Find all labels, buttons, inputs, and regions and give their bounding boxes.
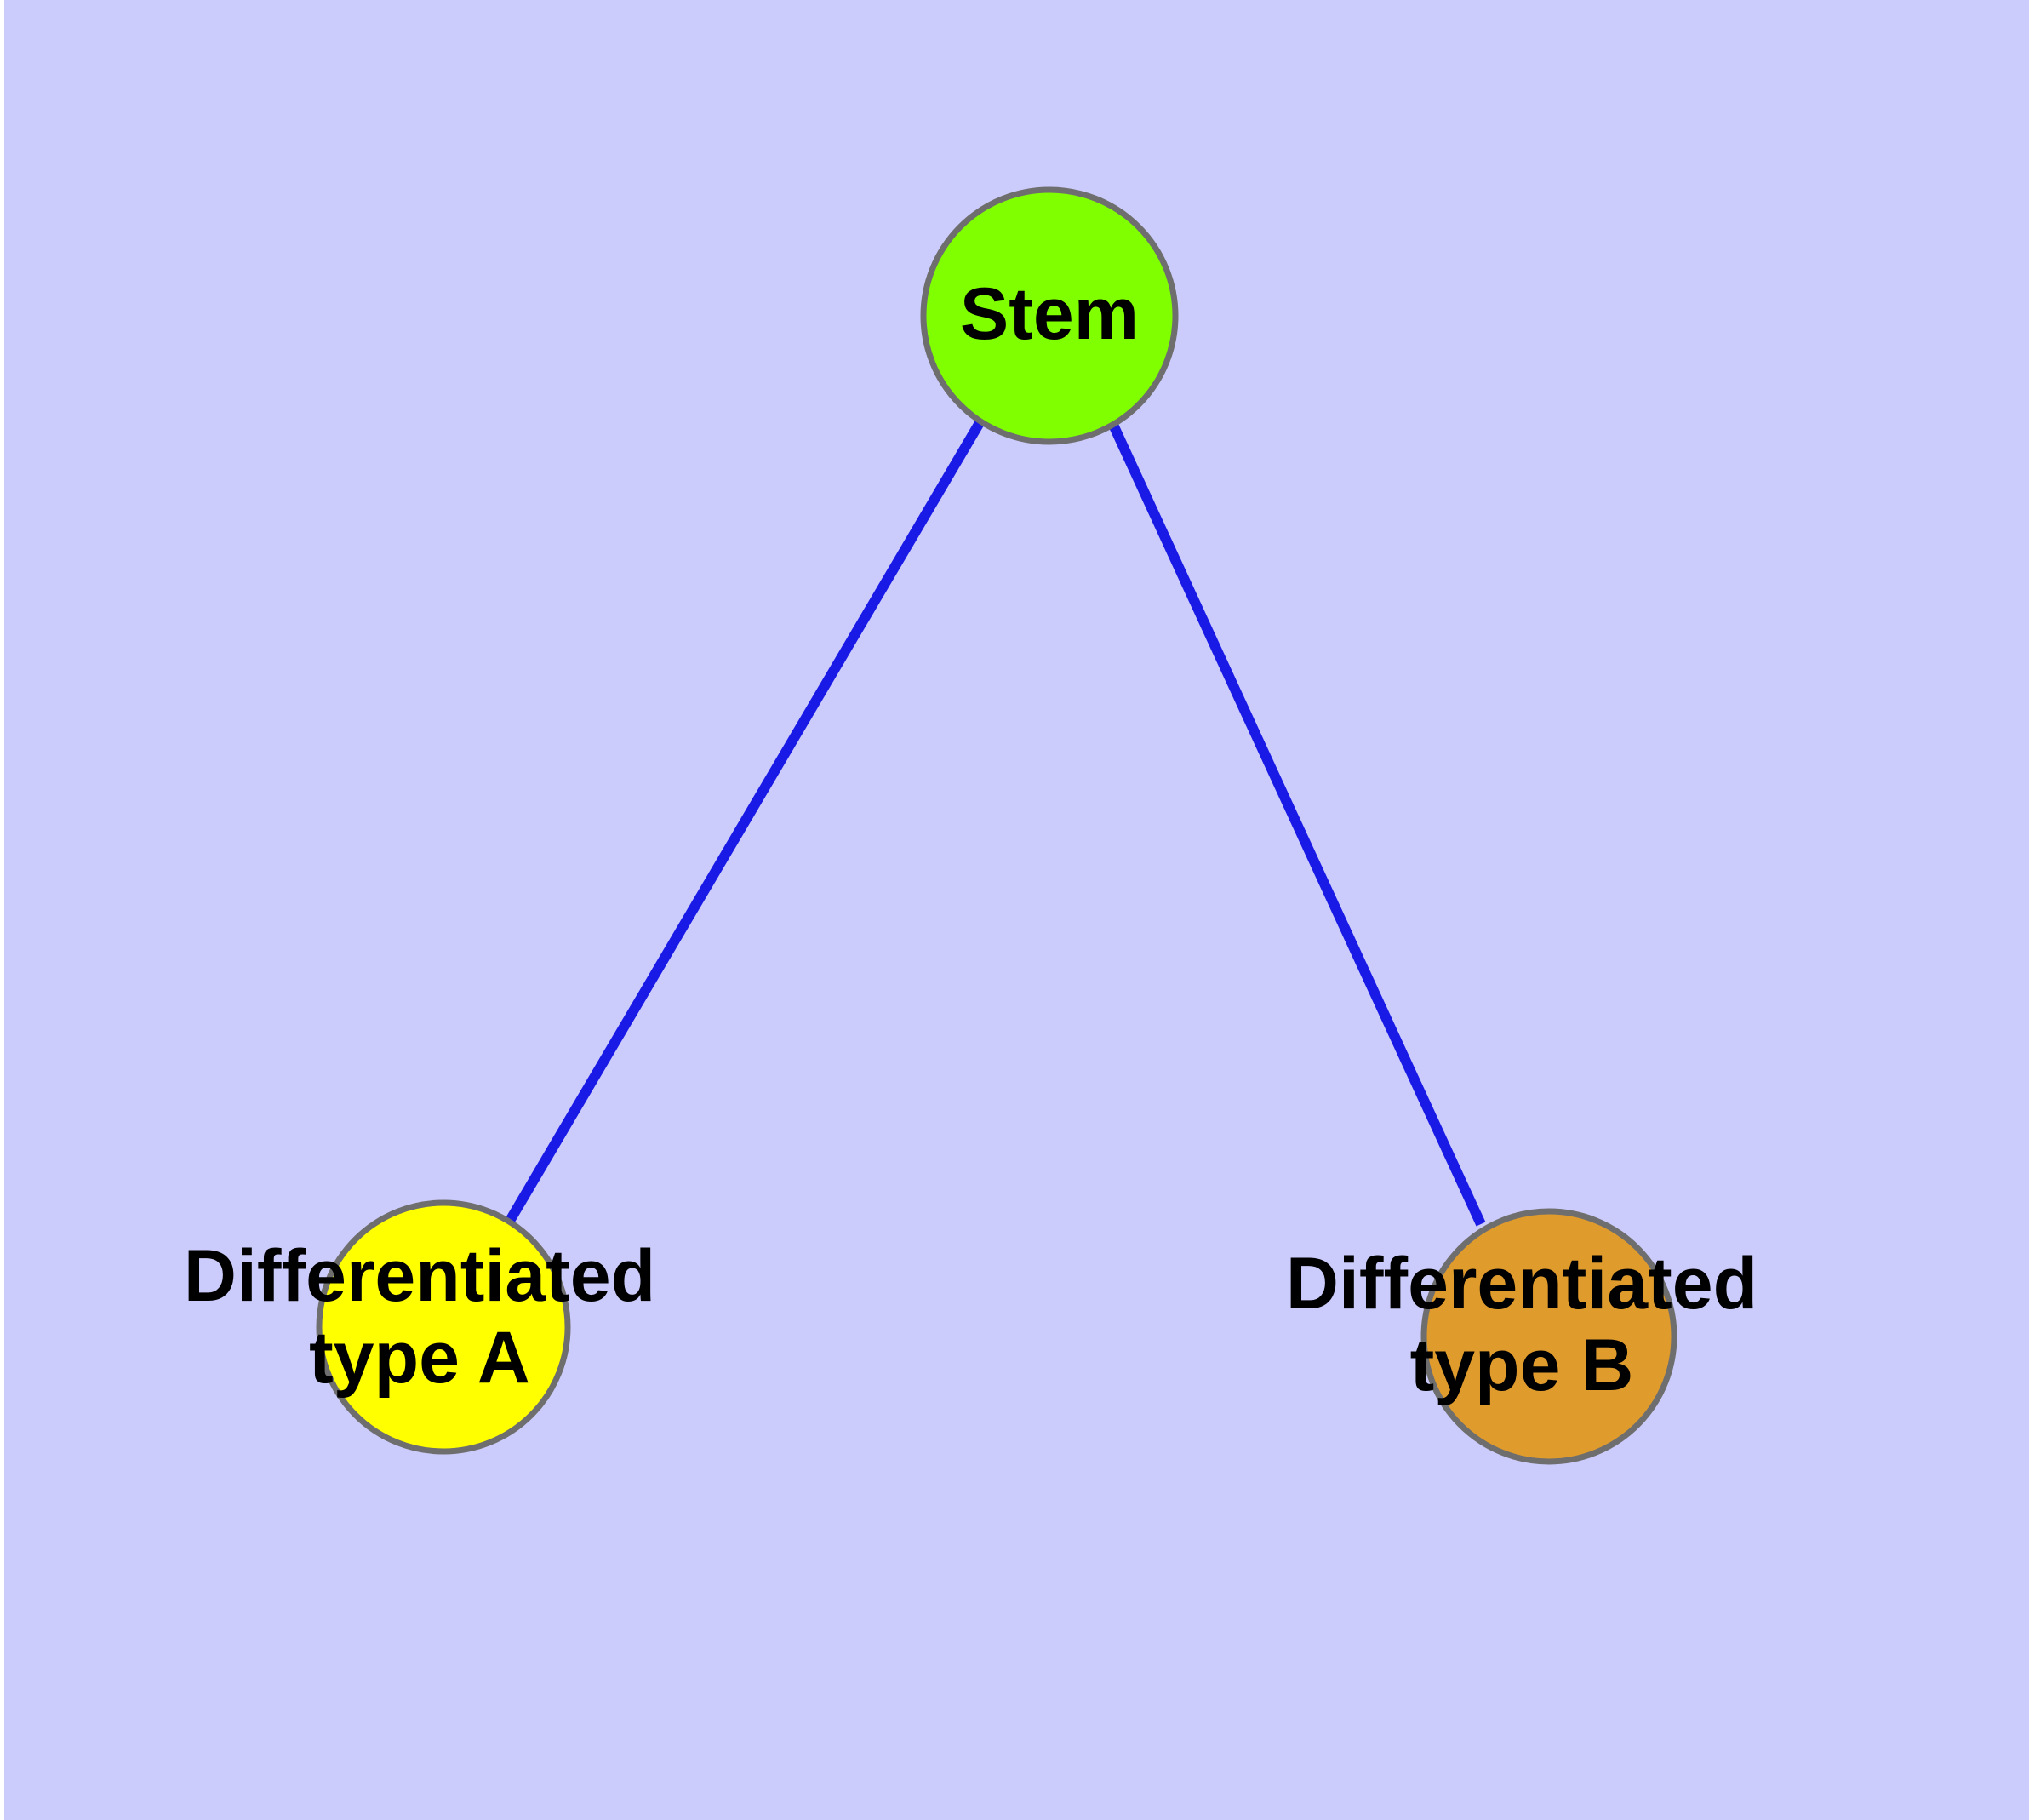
node-circle-diff-b[interactable] — [1420, 1208, 1677, 1465]
node-circle-stem[interactable] — [920, 186, 1179, 445]
edges-layer — [505, 418, 1486, 1227]
node-stem[interactable] — [920, 186, 1179, 445]
edge-stem-to-diff-b[interactable] — [1108, 422, 1486, 1227]
node-label-line: type A — [309, 1317, 530, 1399]
edge-stem-to-diff-a[interactable] — [505, 418, 986, 1224]
node-diff-b[interactable] — [1420, 1208, 1677, 1465]
node-label-stem: Stem — [960, 273, 1139, 355]
node-label-line: Differentiated — [184, 1235, 655, 1317]
node-diff-a[interactable] — [316, 1199, 571, 1455]
node-label-line: Differentiated — [1286, 1243, 1758, 1325]
node-circle-diff-a[interactable] — [316, 1199, 571, 1455]
node-label-line: Stem — [960, 273, 1139, 355]
node-label-line: type B — [1410, 1325, 1634, 1406]
